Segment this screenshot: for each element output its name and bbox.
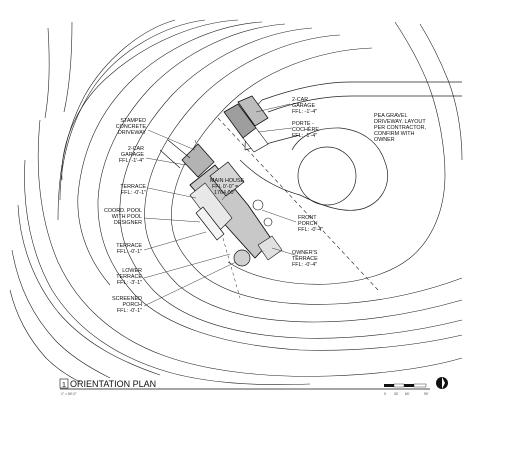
svg-text:FFL: -0'-1": FFL: -0'-1" bbox=[117, 308, 142, 314]
svg-text:CONCRETE: CONCRETE bbox=[116, 124, 147, 130]
svg-text:WITH POOL: WITH POOL bbox=[112, 214, 142, 220]
drawing-number: 1 bbox=[62, 382, 66, 389]
driveway bbox=[239, 81, 462, 211]
label-porte-cochere: PORTE - COCHÈRE FFL: -1'-4" bbox=[292, 121, 319, 139]
porte-cochere-link bbox=[242, 127, 269, 153]
svg-text:MAIN HOUSE: MAIN HOUSE bbox=[210, 178, 245, 184]
svg-text:FFL: -1'-4": FFL: -1'-4" bbox=[119, 158, 144, 164]
svg-text:OWNER'S: OWNER'S bbox=[292, 250, 318, 256]
label-terrace-mid: TERRACE FFL: -0'-1" bbox=[116, 243, 142, 255]
svg-text:1764.00': 1764.00' bbox=[214, 190, 235, 196]
label-pea-gravel: PEA GRAVEL DRIVEWAY. LAYOUT PER CONTRACT… bbox=[374, 113, 427, 143]
svg-text:90': 90' bbox=[424, 392, 429, 396]
label-garage-lower: 2-CAR GARAGE FFL: -1'-4" bbox=[119, 146, 145, 164]
svg-text:FFL: -1'-4": FFL: -1'-4" bbox=[292, 109, 317, 115]
label-front-porch: FRONT PORCH FFL: -0'-4" bbox=[298, 215, 323, 233]
lower-garage-footprint bbox=[181, 143, 215, 178]
pool-footprint bbox=[195, 206, 225, 241]
drawing-number-box bbox=[59, 378, 69, 389]
svg-text:DRIVEWAY. LAYOUT: DRIVEWAY. LAYOUT bbox=[374, 119, 426, 125]
svg-text:2-CAR: 2-CAR bbox=[128, 146, 144, 152]
label-lower-terrace: LOWER TERRACE FFL: -3'-1" bbox=[116, 268, 142, 286]
svg-text:TERRACE: TERRACE bbox=[116, 274, 142, 280]
north-arrow-icon bbox=[436, 377, 448, 389]
drawing-scale: 1" = 60'-0" bbox=[61, 392, 77, 396]
svg-text:PORCH: PORCH bbox=[298, 221, 318, 227]
svg-text:2-CAR: 2-CAR bbox=[292, 97, 308, 103]
svg-text:SCREENED: SCREENED bbox=[112, 296, 142, 302]
svg-text:GARAGE: GARAGE bbox=[121, 152, 144, 158]
label-stamped-driveway: STAMPED CONCRETE DRIVEWAY bbox=[116, 118, 147, 136]
svg-text:0: 0 bbox=[384, 392, 386, 396]
graphic-scale: 0 30' 60' 90' bbox=[384, 383, 429, 396]
svg-text:COCHÈRE: COCHÈRE bbox=[292, 126, 319, 133]
svg-text:FRONT: FRONT bbox=[298, 215, 317, 221]
svg-text:FFL: -0'-4": FFL: -0'-4" bbox=[292, 262, 317, 268]
bay-detail-2 bbox=[263, 217, 273, 227]
svg-text:60': 60' bbox=[405, 392, 410, 396]
bay-detail-1 bbox=[252, 199, 264, 211]
svg-text:DESIGNER: DESIGNER bbox=[114, 220, 142, 226]
drawing-title: ORIENTATION PLAN bbox=[70, 379, 156, 389]
svg-text:30': 30' bbox=[394, 392, 399, 396]
svg-text:OWNER: OWNER bbox=[374, 137, 395, 143]
main-house-wing bbox=[209, 161, 245, 197]
building-footprints bbox=[159, 95, 283, 267]
label-terrace-upper: TERRACE FFL: -0'-1" bbox=[120, 184, 146, 196]
svg-text:FFL: -1'-4": FFL: -1'-4" bbox=[292, 133, 317, 139]
svg-text:GARAGE: GARAGE bbox=[292, 103, 315, 109]
svg-text:PORTE -: PORTE - bbox=[292, 121, 314, 127]
svg-text:DRIVEWAY: DRIVEWAY bbox=[118, 130, 147, 136]
label-screened-porch: SCREENED PORCH FFL: -0'-1" bbox=[112, 296, 142, 314]
svg-text:FFL: -0'-4": FFL: -0'-4" bbox=[298, 227, 323, 233]
svg-text:PEA GRAVEL: PEA GRAVEL bbox=[374, 113, 407, 119]
owners-terrace-footprint bbox=[257, 235, 283, 261]
svg-text:TERRACE: TERRACE bbox=[120, 184, 146, 190]
label-main-house: MAIN HOUSE FFL 0'-0" = 1764.00' bbox=[210, 178, 245, 196]
label-coord-pool: COORD. POOL WITH POOL DESIGNER bbox=[104, 208, 142, 226]
upper-garage-footprint bbox=[237, 95, 269, 127]
svg-text:STAMPED: STAMPED bbox=[120, 118, 146, 124]
label-owners-terrace: OWNER'S TERRACE FFL: -0'-4" bbox=[292, 250, 318, 268]
svg-text:PORCH: PORCH bbox=[123, 302, 143, 308]
svg-text:FFL: -3'-1": FFL: -3'-1" bbox=[117, 280, 142, 286]
title-block: 1 ORIENTATION PLAN 1" = 60'-0" 0 30' 60'… bbox=[59, 377, 448, 396]
svg-text:COORD. POOL: COORD. POOL bbox=[104, 208, 142, 214]
leader-lines bbox=[143, 103, 299, 307]
svg-text:TERRACE: TERRACE bbox=[116, 243, 142, 249]
svg-text:LOWER: LOWER bbox=[122, 268, 142, 274]
svg-text:CONFIRM WITH: CONFIRM WITH bbox=[374, 131, 415, 137]
svg-text:FFL: -0'-1": FFL: -0'-1" bbox=[121, 190, 146, 196]
svg-text:TERRACE: TERRACE bbox=[292, 256, 318, 262]
svg-text:FFL: -0'-1": FFL: -0'-1" bbox=[117, 249, 142, 255]
svg-text:PER CONTRACTOR,: PER CONTRACTOR, bbox=[374, 125, 427, 131]
svg-text:FFL 0'-0" =: FFL 0'-0" = bbox=[212, 184, 238, 190]
label-garage-upper: 2-CAR GARAGE FFL: -1'-4" bbox=[292, 97, 317, 115]
screened-porch-footprint bbox=[233, 249, 251, 267]
contour-lines bbox=[9, 19, 463, 385]
